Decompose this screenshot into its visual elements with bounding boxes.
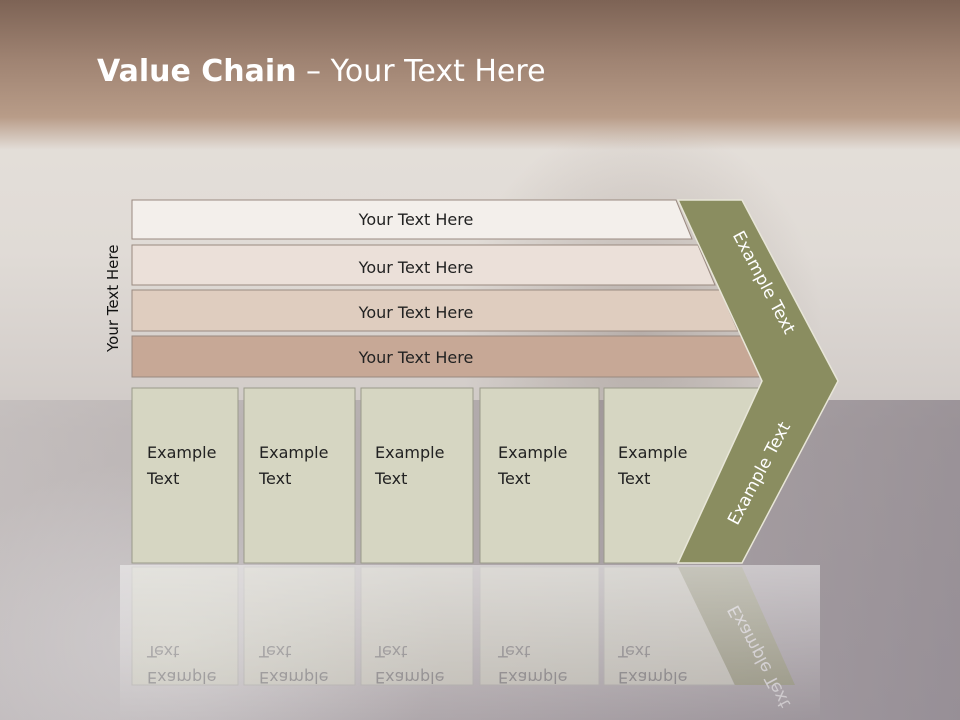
row-3: Your Text Here	[131, 289, 739, 332]
box-1-line1: Example	[147, 443, 216, 462]
slide-title: Value Chain – Your Text Here	[97, 54, 546, 89]
box-3-line1: Example	[375, 443, 444, 462]
row-4: Your Text Here	[131, 335, 763, 378]
box-2-line1: Example	[259, 443, 328, 462]
row-1: Your Text Here	[131, 199, 693, 240]
box-4-line2: Text	[497, 469, 530, 488]
row-2: Your Text Here	[131, 244, 716, 286]
box-4-line1: Example	[498, 443, 567, 462]
title-rest: – Your Text Here	[296, 54, 546, 89]
row-2-label: Your Text Here	[358, 258, 474, 277]
box-2-line2: Text	[258, 469, 291, 488]
row-1-label: Your Text Here	[358, 210, 474, 229]
box-1-line2: Text	[146, 469, 179, 488]
box-2: Example Text	[243, 387, 356, 564]
reflection-fade	[120, 565, 820, 720]
box-3: Example Text	[360, 387, 474, 564]
box-3-line2: Text	[374, 469, 407, 488]
header-band	[0, 0, 960, 150]
box-5-line1: Example	[618, 443, 687, 462]
box-5-line2: Text	[617, 469, 650, 488]
row-3-label: Your Text Here	[358, 303, 474, 322]
row-4-label: Your Text Here	[358, 348, 474, 367]
title-bold: Value Chain	[97, 54, 297, 89]
box-1: Example Text	[131, 387, 239, 564]
box-4: Example Text	[479, 387, 600, 564]
